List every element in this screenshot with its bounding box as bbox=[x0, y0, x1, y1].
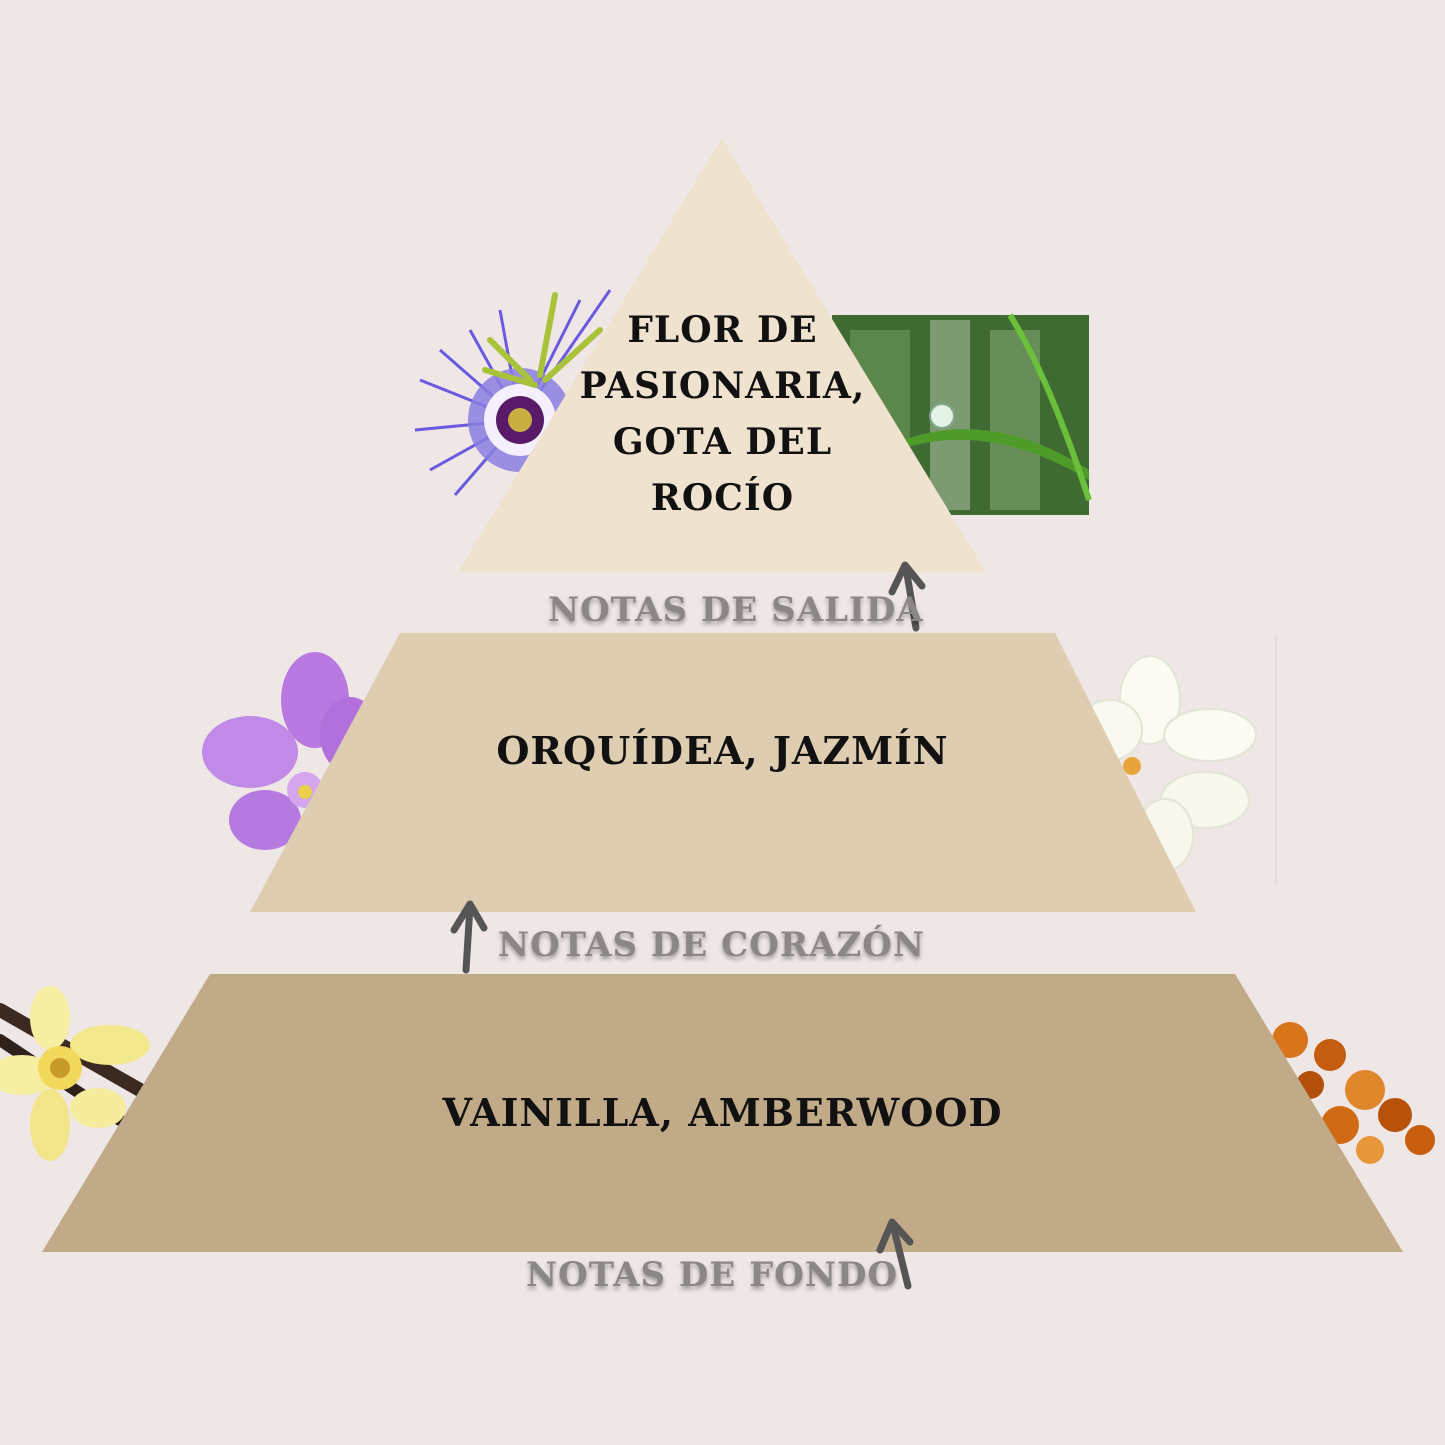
base-notes-text: VAINILLA, AMBERWOOD bbox=[442, 1090, 1003, 1135]
arrow-up-icon bbox=[876, 1218, 914, 1290]
top-notes-line: FLOR DE bbox=[627, 309, 818, 351]
pyramid-base-tier bbox=[42, 974, 1403, 1252]
top-notes-text: FLOR DE PASIONARIA, GOTA DEL ROCÍO bbox=[560, 302, 885, 526]
pyramid-top-tier bbox=[458, 138, 986, 572]
top-notes-label: NOTAS DE SALIDA bbox=[548, 590, 924, 630]
arrow-up-icon bbox=[450, 900, 488, 974]
middle-notes-text: ORQUÍDEA, JAZMÍN bbox=[496, 728, 949, 773]
middle-notes-label: NOTAS DE CORAZÓN bbox=[498, 925, 925, 965]
amber-image bbox=[1272, 1022, 1435, 1164]
vanilla-image bbox=[0, 986, 150, 1161]
top-notes-line: GOTA DEL bbox=[612, 421, 833, 463]
base-notes-label: NOTAS DE FONDO bbox=[526, 1255, 899, 1295]
top-notes-line: PASIONARIA, bbox=[579, 365, 866, 407]
top-notes-line: ROCÍO bbox=[650, 477, 795, 519]
arrow-up-icon bbox=[888, 561, 926, 632]
pyramid-middle-tier bbox=[250, 633, 1196, 912]
